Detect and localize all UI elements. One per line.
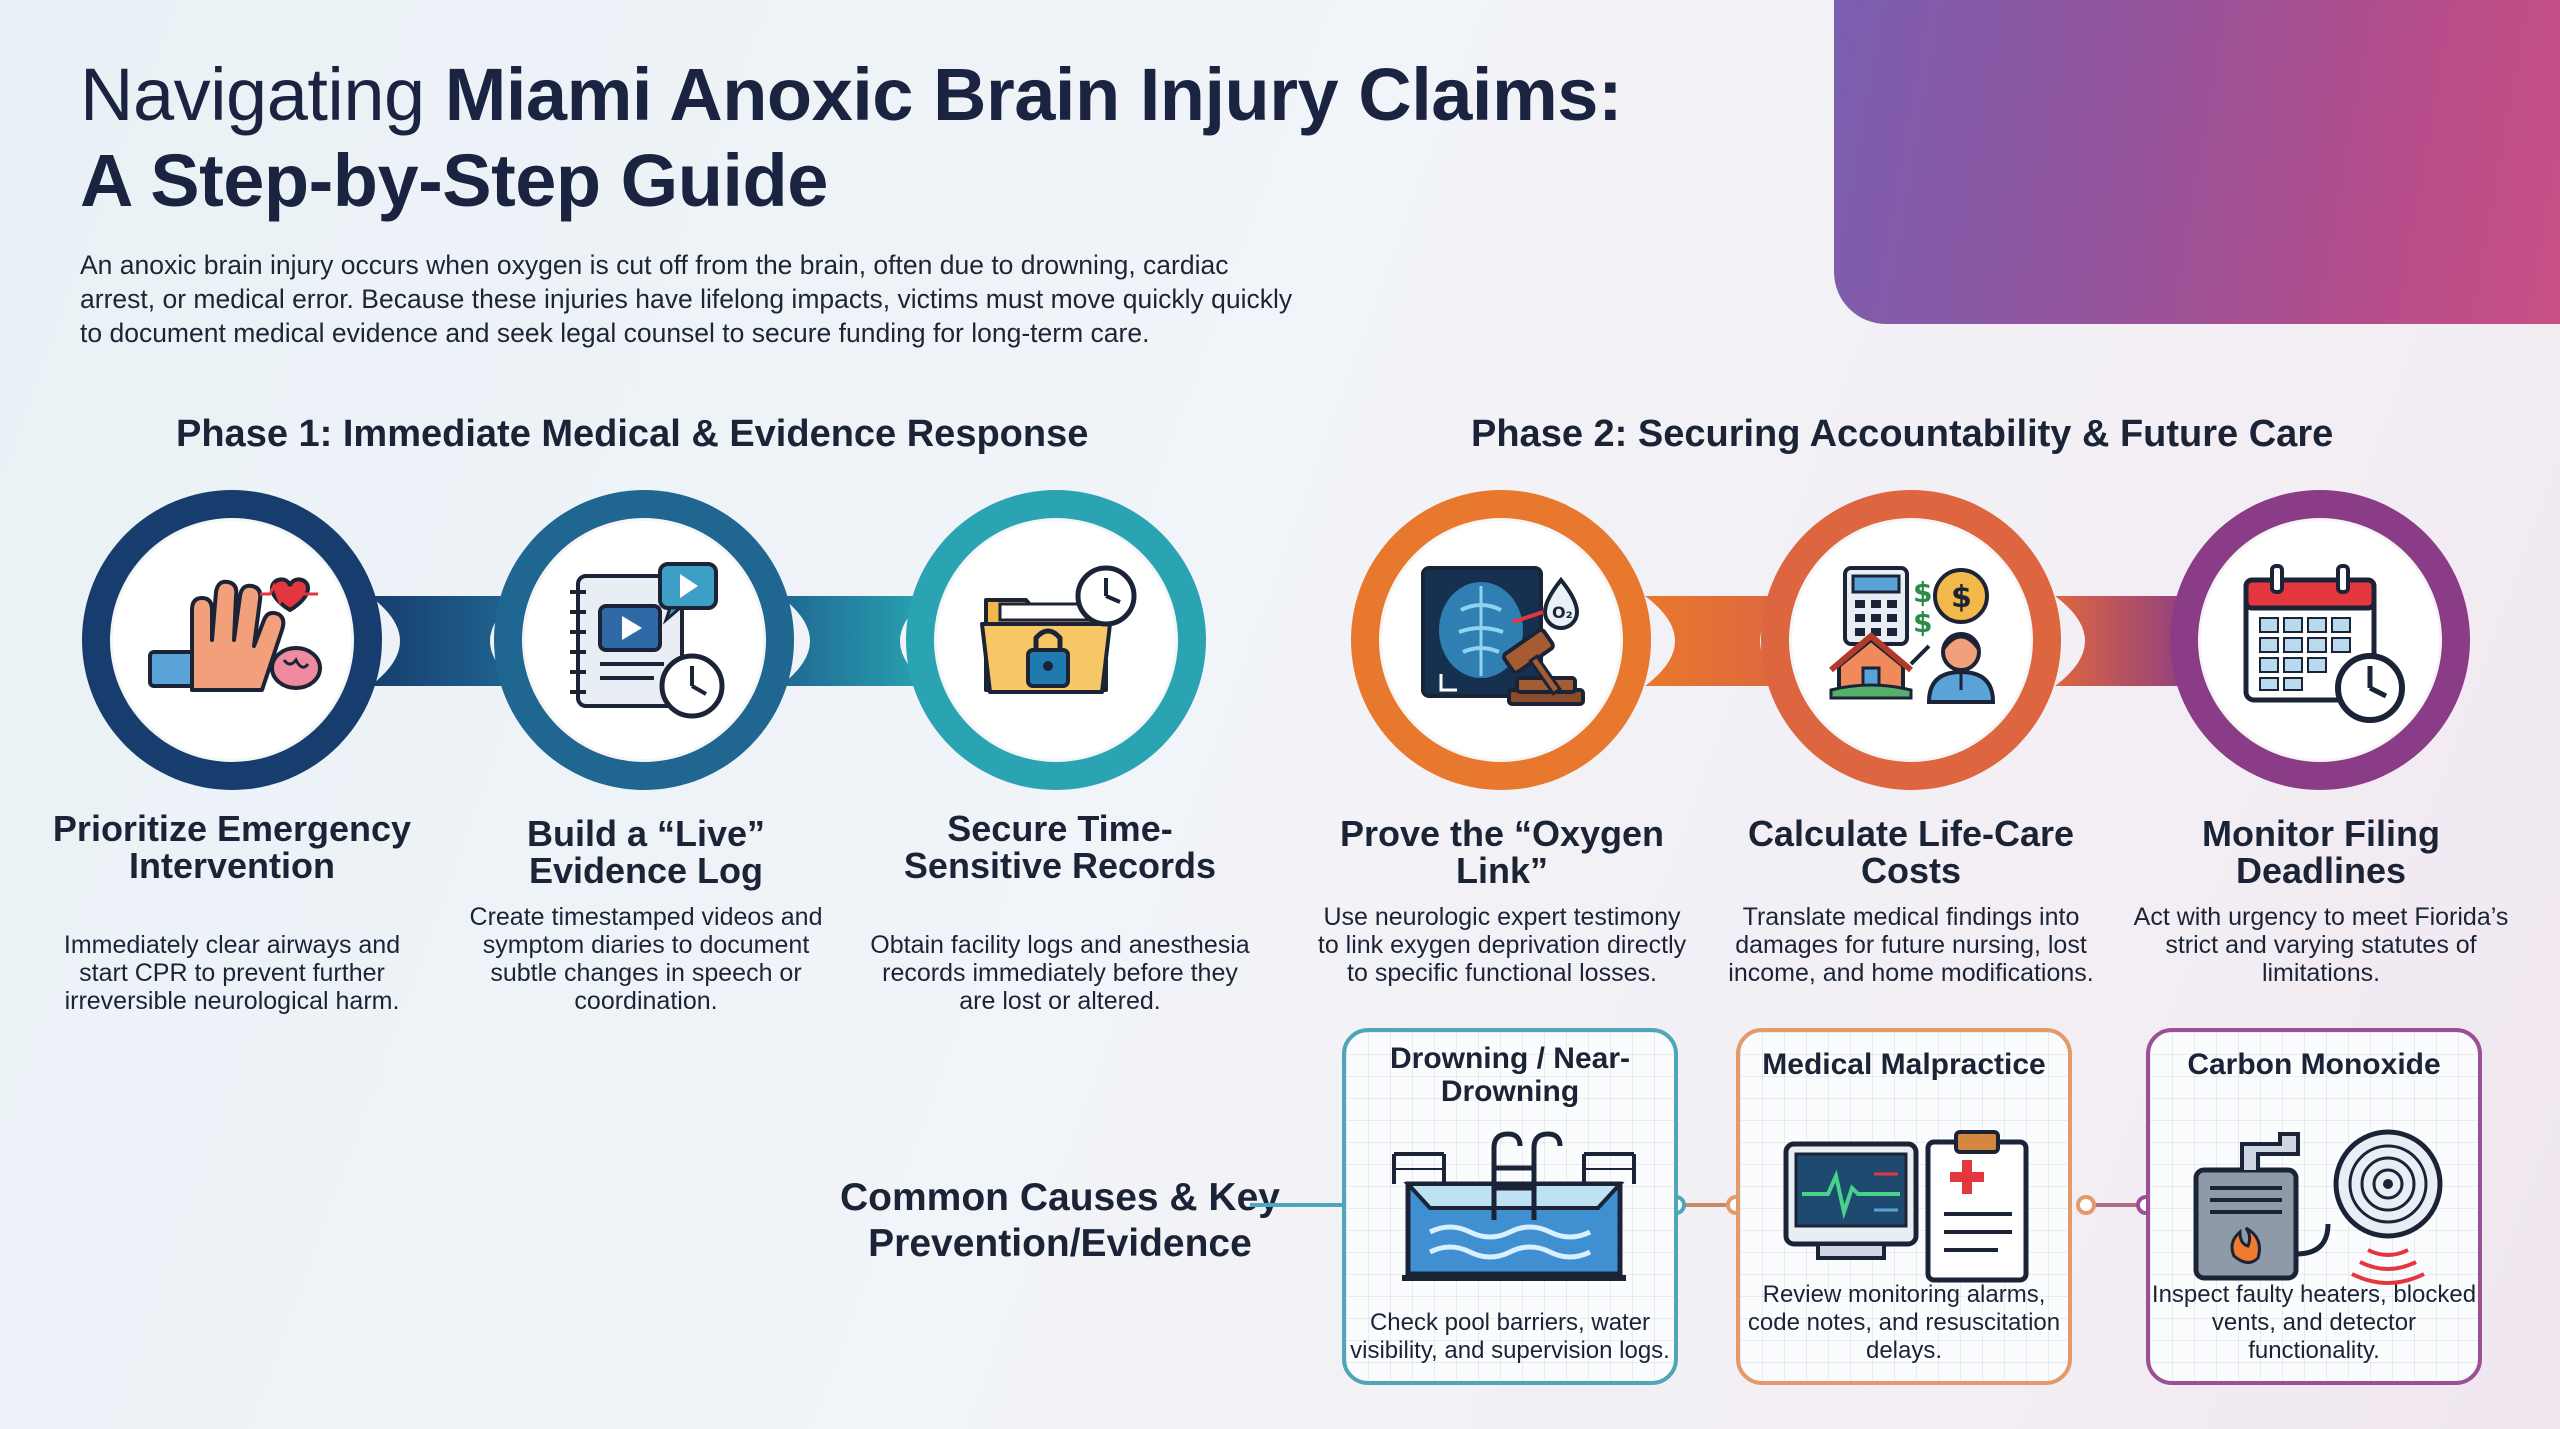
cause-card-desc: Review monitoring alarms, code notes, an… <box>1747 1281 2061 1364</box>
step-desc-life-care: Translate medical findings into damages … <box>1728 903 2094 987</box>
step-title-deadlines: Monitor Filing Deadlines <box>2202 813 2440 891</box>
intro-paragraph: An anoxic brain injury occurs when oxyge… <box>80 250 1293 348</box>
decorative-gradient-block <box>1834 0 2560 324</box>
step-desc-oxygen-link: Use neurologic expert testimony to link … <box>1317 903 1687 987</box>
calendar-clock-icon <box>2243 564 2405 723</box>
step-title-records: Secure Time-Sensitive Records <box>903 808 1217 886</box>
monitor-clipboard-icon <box>1783 1130 2029 1283</box>
svg-text:$: $ <box>1913 606 1932 639</box>
phase1-title: Phase 1: Immediate Medical & Evidence Re… <box>176 413 1089 455</box>
calculator-house-nurse-icon: $ $ $ <box>1829 566 1996 704</box>
cause-card-desc: Check pool barriers, water visibility, a… <box>1350 1309 1670 1364</box>
step-circle-oxygen-link: O₂ <box>1351 490 1651 790</box>
step-desc-emergency: Immediately clear airways and start CPR … <box>63 931 401 1015</box>
o2-label: O₂ <box>1552 603 1573 622</box>
step-circle-records <box>906 490 1206 790</box>
phase2-title: Phase 2: Securing Accountability & Futur… <box>1471 413 2334 455</box>
step-circle-emergency <box>82 490 382 790</box>
title-bold-text: Miami Anoxic Brain Injury Claims: <box>444 53 1623 136</box>
title-line2: A Step-by-Step Guide <box>80 139 828 222</box>
step-desc-evidence-log: Create timestamped videos and symptom di… <box>469 903 823 1015</box>
svg-text:$: $ <box>1913 576 1932 609</box>
brain-scan-gavel-icon: O₂ <box>1421 566 1585 706</box>
notebook-video-clock-icon <box>570 562 725 719</box>
common-causes-label: Common Causes & Key Prevention/Evidence <box>840 1176 1280 1265</box>
page-title: Navigating Miami Anoxic Brain Injury Cla… <box>80 52 1780 224</box>
cause-card-malpractice: Medical Malpractice Review monitoring al… <box>1736 1028 2072 1385</box>
step-connectors <box>370 596 2200 686</box>
step-desc-deadlines: Act with urgency to meet Fiorida’s stric… <box>2133 903 2509 987</box>
pool-icon <box>1392 1131 1636 1281</box>
cause-card-title: Carbon Monoxide <box>2187 1048 2441 1081</box>
svg-text:$: $ <box>1951 580 1972 615</box>
step-circle-deadlines <box>2170 490 2470 790</box>
step-title-emergency: Prioritize Emergency Intervention <box>52 808 412 886</box>
step-title-oxygen-link: Prove the “Oxygen Link” <box>1339 813 1665 891</box>
folder-lock-clock-icon <box>980 565 1137 694</box>
step-circle-evidence-log <box>494 490 794 790</box>
title-light-text: Navigating <box>80 53 445 136</box>
step-title-evidence-log: Build a “Live” Evidence Log <box>526 813 766 891</box>
cause-card-desc: Inspect faulty heaters, blocked vents, a… <box>2151 1281 2477 1364</box>
step-title-life-care: Calculate Life-Care Costs <box>1747 813 2075 891</box>
cause-card-title: Drowning / Near-Drowning <box>1389 1042 1630 1108</box>
cause-card-carbon-monoxide: Carbon Monoxide Inspect faulty heaters, … <box>2146 1028 2482 1385</box>
step-circle-life-care: $ $ $ <box>1761 490 2061 790</box>
cause-card-drowning: Drowning / Near-Drowning Check pool barr… <box>1342 1028 1678 1385</box>
hands-heart-brain-icon <box>148 577 322 692</box>
heater-detector-icon <box>2193 1129 2443 1285</box>
step-desc-records: Obtain facility logs and anesthesia reco… <box>870 931 1250 1015</box>
cause-card-title: Medical Malpractice <box>1762 1048 2046 1081</box>
